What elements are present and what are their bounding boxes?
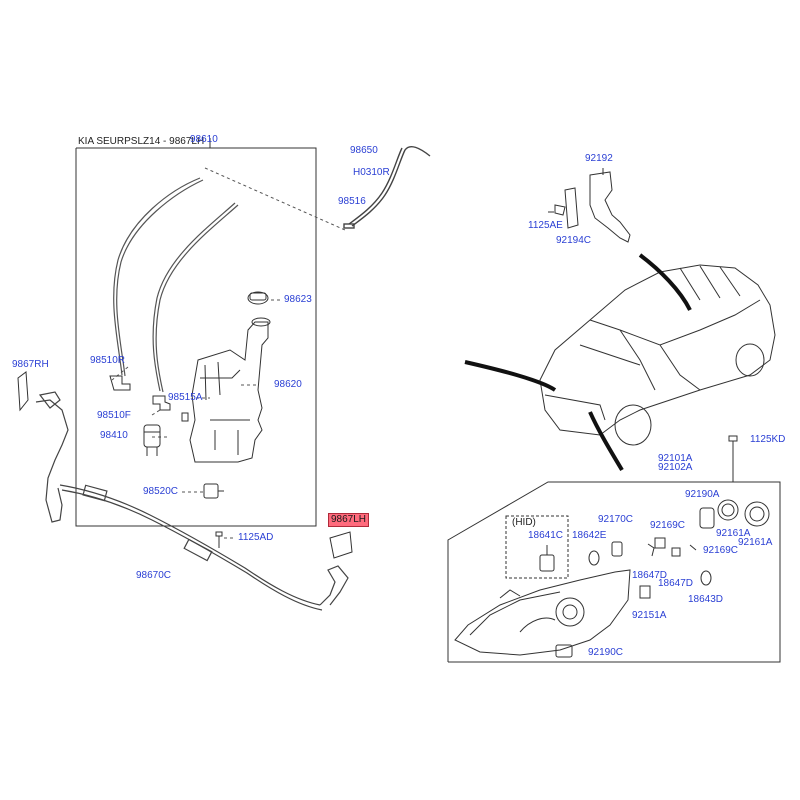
label-98516[interactable]: 98516 xyxy=(338,196,366,207)
headlamp-group-frame xyxy=(447,447,781,663)
label-92161a-1[interactable]: 92161A xyxy=(716,528,751,539)
headlamp-washer-hose xyxy=(35,391,349,611)
hid-box xyxy=(505,515,569,579)
label-18647d-1[interactable]: 18647D xyxy=(632,570,668,581)
label-92194c[interactable]: 92194C xyxy=(556,235,592,246)
label-92102a[interactable]: 92102A xyxy=(658,462,693,473)
bulbs-sockets xyxy=(539,499,770,658)
label-98410[interactable]: 98410 xyxy=(100,430,128,441)
callout-arrows xyxy=(464,253,692,472)
label-98610[interactable]: 98610 xyxy=(190,134,218,145)
label-98623[interactable]: 98623 xyxy=(284,294,312,305)
label-18643d[interactable]: 18643D xyxy=(688,594,724,605)
vehicle-outline xyxy=(539,264,776,446)
cap-rh xyxy=(17,371,29,412)
label-98510f[interactable]: 98510F xyxy=(97,410,131,421)
hid-label: (HID) xyxy=(512,517,536,528)
label-92161a-2[interactable]: 92161A xyxy=(738,537,773,548)
label-98670c[interactable]: 98670C xyxy=(136,570,172,581)
hose-connectors xyxy=(109,375,189,422)
washer-group-frame xyxy=(75,138,317,527)
label-92170c[interactable]: 92170C xyxy=(598,514,634,525)
washer-pump xyxy=(143,424,161,456)
diagram-title: KIA SEURPSLZ14 - 9867LH xyxy=(78,136,205,147)
label-92169c-2[interactable]: 92169C xyxy=(703,545,739,556)
label-18647d-2[interactable]: 18647D xyxy=(658,578,694,589)
bolt-1125kd xyxy=(728,435,738,452)
label-1125ad[interactable]: 1125AD xyxy=(238,532,274,543)
label-1125ae[interactable]: 1125AE xyxy=(528,220,563,231)
label-92151a[interactable]: 92151A xyxy=(632,610,667,621)
label-98520c[interactable]: 98520C xyxy=(143,486,179,497)
label-92192[interactable]: 92192 xyxy=(585,153,613,164)
cap-lh xyxy=(329,531,353,559)
label-92169c-1[interactable]: 92169C xyxy=(650,520,686,531)
label-92190c[interactable]: 92190C xyxy=(588,647,624,658)
label-92101a[interactable]: 92101A xyxy=(658,453,693,464)
washer-reservoir xyxy=(189,317,271,463)
leveling-sensor xyxy=(548,168,631,243)
washer-hoses xyxy=(113,177,239,393)
label-h0310r[interactable]: H0310R xyxy=(353,167,390,178)
level-switch xyxy=(203,483,224,499)
label-98650[interactable]: 98650 xyxy=(350,145,378,156)
label-18642e[interactable]: 18642E xyxy=(572,530,607,541)
headlamp-unit xyxy=(454,569,631,656)
label-98515a[interactable]: 98515A xyxy=(168,392,203,403)
label-98620[interactable]: 98620 xyxy=(274,379,302,390)
label-92190a[interactable]: 92190A xyxy=(685,489,720,500)
label-9867lh[interactable]: 9867LH xyxy=(328,513,370,527)
bolt-1125ad xyxy=(215,531,223,548)
label-1125kd[interactable]: 1125KD xyxy=(750,434,786,445)
reservoir-cap xyxy=(247,291,269,305)
label-18641c[interactable]: 18641C xyxy=(528,530,564,541)
label-98510r[interactable]: 98510R xyxy=(90,355,126,366)
label-9867rh[interactable]: 9867RH xyxy=(12,359,49,370)
hose-h0310r xyxy=(343,146,431,229)
